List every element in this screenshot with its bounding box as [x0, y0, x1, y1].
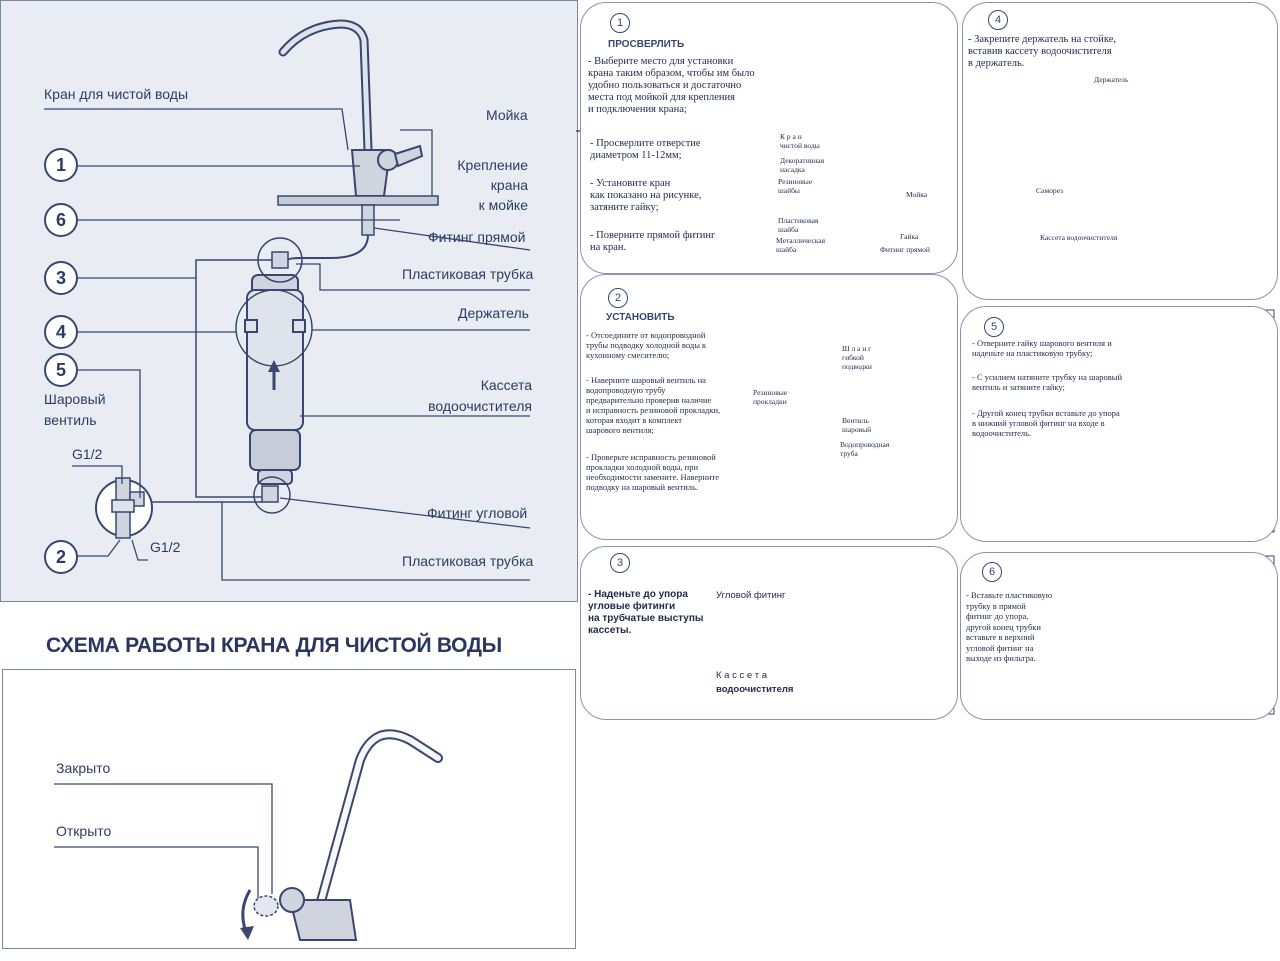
step-5-number: 5	[984, 317, 1004, 337]
label-ball-valve: Шаровый вентиль	[44, 391, 106, 428]
step-2-fig-hose: Ш л а н г гибкой подводки	[842, 344, 872, 371]
step-1-panel	[580, 2, 958, 274]
step-6-panel	[960, 552, 1278, 720]
step-1-fig-fitting: Фитинг прямой	[880, 245, 930, 254]
step-3-number: 3	[610, 553, 630, 573]
step-2-text-1: - Отсоедините от водопроводной трубы под…	[586, 330, 707, 360]
step-1-fig-nozzle: Декоративная насадка	[780, 156, 825, 174]
step-1-text-1: - Выберите место для установки крана так…	[588, 56, 755, 115]
step-6-number: 6	[982, 562, 1002, 582]
step-2-fig-pipe: Водопроводная труба	[840, 440, 890, 458]
label-sink: Мойка	[486, 107, 528, 123]
diagram-title: СХЕМА РАБОТЫ КРАНА ДЛЯ ЧИСТОЙ ВОДЫ	[46, 634, 502, 657]
step-4-text: - Закрепите держатель на стойке, вставив…	[968, 34, 1116, 69]
step-1-fig-tap: К р а н чистой воды	[780, 132, 820, 150]
label-open: Открыто	[56, 823, 112, 839]
step-5-text-2: - С усилием натяните трубку на шаровый в…	[972, 372, 1123, 392]
step-1-title: ПРОСВЕРЛИТЬ	[608, 39, 685, 50]
step-5-text-3: - Другой конец трубки вставьте до упора …	[972, 408, 1120, 438]
step-4-number: 4	[988, 10, 1008, 30]
lever-panel	[2, 669, 576, 949]
step-2-text-2: - Наверните шаровый вентиль на водопрово…	[586, 375, 721, 435]
callout-6: 6	[44, 203, 78, 237]
step-3-panel	[580, 546, 958, 720]
step-2-panel	[580, 274, 958, 540]
step-1-text-2: - Просверлите отверстие диаметром 11-12м…	[590, 138, 701, 161]
step-1-number: 1	[610, 13, 630, 33]
step-5-text-1: - Отверните гайку шарового вентиля и над…	[972, 338, 1112, 358]
step-1-fig-plastic: Пластиковая шайба	[778, 216, 819, 234]
step-2-title: УСТАНОВИТЬ	[606, 312, 675, 323]
label-g-bottom: G1/2	[150, 539, 181, 555]
step-3-text: - Наденьте до упора угловые фитинги на т…	[588, 589, 704, 636]
step-2-fig-gaskets: Резиновые прокладки	[753, 388, 788, 406]
step-2-number: 2	[608, 288, 628, 308]
label-holder: Держатель	[458, 305, 529, 321]
label-g-top: G1/2	[72, 446, 103, 462]
step-3-fig-cassette-a: К а с с е т а	[716, 670, 768, 681]
callout-4: 4	[44, 315, 78, 349]
step-2-text-3: - Проверьте исправность резиновой прокла…	[586, 452, 719, 492]
step-1-fig-metal: Металлическая шайба	[776, 236, 826, 254]
label-straight-fitting: Фитинг прямой	[428, 229, 526, 245]
step-4-fig-cassette: Кассета водоочистителя	[1040, 233, 1118, 242]
label-plastic-tube-bottom: Пластиковая трубка	[402, 553, 534, 569]
step-6-text: - Вставьте пластиковую трубку в прямой ф…	[966, 590, 1053, 663]
callout-3: 3	[44, 261, 78, 295]
callout-1: 1	[44, 148, 78, 182]
step-4-fig-screw: Саморез	[1036, 186, 1063, 195]
label-closed: Закрыто	[56, 760, 111, 776]
step-2-fig-valve: Вентиль шаровый	[842, 416, 872, 434]
label-mount: Крепление крана к мойке	[457, 157, 528, 213]
step-4-fig-holder: Держатель	[1094, 75, 1129, 84]
label-cassette: Кассета водоочистителя	[428, 377, 532, 414]
step-5-panel	[960, 306, 1278, 542]
step-3-fig-angle: Угловой фитинг	[716, 590, 786, 601]
step-1-fig-nut: Гайка	[900, 232, 919, 241]
step-1-text-4: - Поверните прямой фитинг на кран.	[590, 230, 716, 253]
step-1-fig-sink: Мойка	[906, 190, 928, 199]
step-3-fig-cassette-b: водоочистителя	[716, 684, 794, 695]
label-angle-fitting: Фитинг угловой	[427, 505, 528, 521]
label-plastic-tube-top: Пластиковая трубка	[402, 266, 534, 282]
step-4-panel	[962, 2, 1278, 300]
callout-2: 2	[44, 540, 78, 574]
step-1-fig-rubber: Резиновые шайбы	[778, 177, 813, 195]
callout-5: 5	[44, 353, 78, 387]
label-clean-tap: Кран для чистой воды	[44, 86, 189, 102]
step-1-text-3: - Установите кран как показано на рисунк…	[590, 178, 702, 213]
